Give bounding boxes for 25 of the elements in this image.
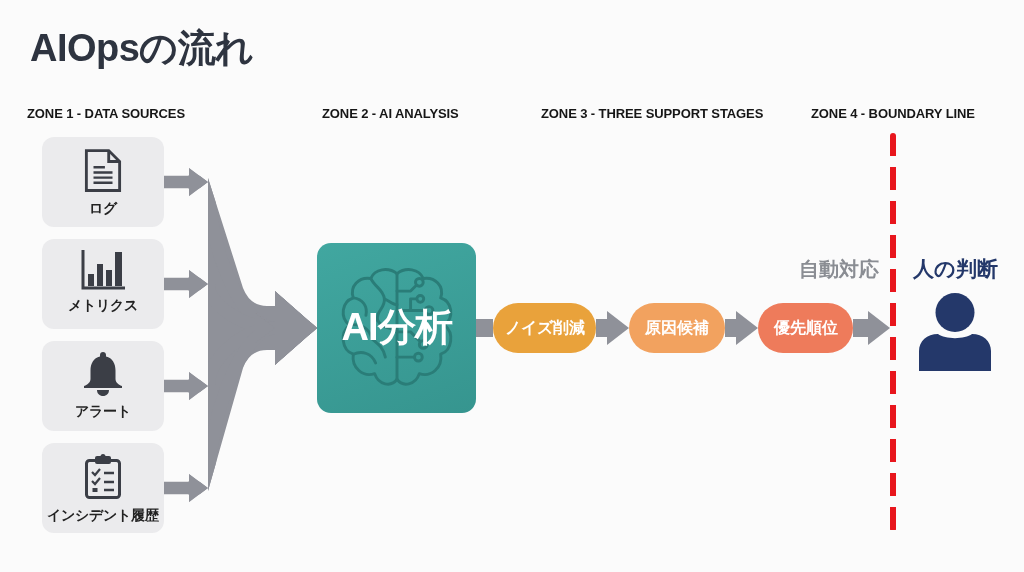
arrow [725,311,758,345]
source-label: インシデント履歴 [47,507,159,524]
node-label: AI分析 [341,307,452,349]
zone-heading: ZONE 3 - THREE SUPPORT STAGES [541,106,764,122]
source-label: メトリクス [68,297,138,314]
node-heading: 人の判断 [912,256,998,282]
zone-heading: ZONE 4 - BOUNDARY LINE [811,106,975,122]
title: AIOpsの流れ [30,26,254,71]
source-card [42,239,164,329]
source-card [42,341,164,431]
source-label: アラート [75,403,131,420]
analysis-box [317,243,476,413]
process-step: 優先順位 [758,303,853,353]
arrow [853,311,890,345]
source-label: ログ [89,200,117,217]
process-step: ノイズ削減 [493,303,596,353]
source-card [42,137,164,227]
connector [476,319,493,337]
zone-heading: ZONE 2 - AI ANALYSIS [322,106,459,122]
zone-heading: ZONE 1 - DATA SOURCES [27,106,185,122]
zone-label: 自動対応 [799,257,879,281]
process-step: 原因候補 [629,303,725,353]
source-card [42,443,164,533]
arrow [596,311,629,345]
boundary-line [890,133,896,532]
